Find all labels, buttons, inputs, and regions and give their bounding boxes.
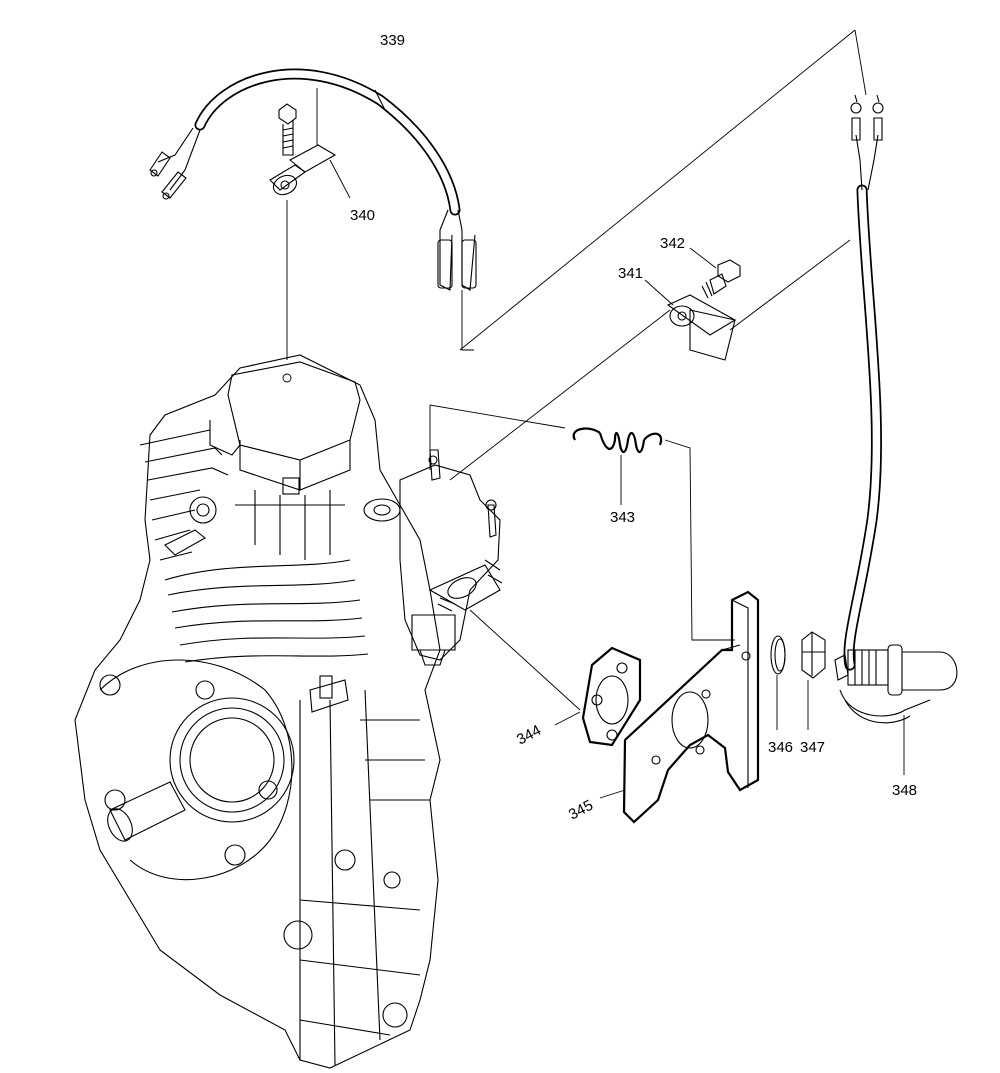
label-345: 345 <box>566 797 596 824</box>
label-347: 347 <box>800 739 825 756</box>
part-341-terminal <box>644 239 851 361</box>
label-341: 341 <box>618 265 643 282</box>
part-342-bolt <box>689 247 741 299</box>
label-348: 348 <box>892 782 917 799</box>
part-339-cable <box>149 68 477 351</box>
part-343-spring <box>572 427 663 505</box>
engine-block <box>74 354 441 1069</box>
label-344: 344 <box>514 722 544 749</box>
part-347-nut <box>801 631 826 730</box>
part-348-switch-cable <box>834 94 958 775</box>
label-342: 342 <box>660 235 685 252</box>
label-343: 343 <box>610 509 635 526</box>
label-340: 340 <box>350 207 375 224</box>
part-344-gasket <box>554 646 642 747</box>
part-340-ground-terminal <box>269 88 351 360</box>
label-346: 346 <box>768 739 793 756</box>
label-339: 339 <box>380 32 405 49</box>
part-345-bracket <box>599 590 760 824</box>
carburetor <box>363 449 503 666</box>
leader-lines <box>429 29 867 711</box>
part-346-washer <box>770 635 786 730</box>
